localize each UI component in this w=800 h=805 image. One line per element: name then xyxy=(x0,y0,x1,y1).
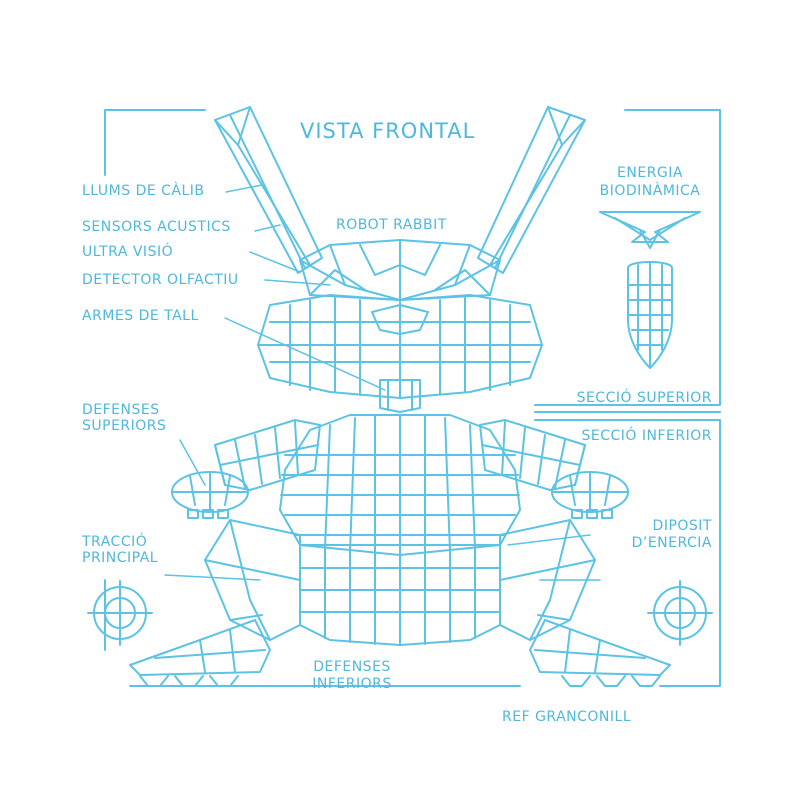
diagram-title: VISTA FRONTAL xyxy=(300,119,476,143)
label-diposit-line2: D’ENERCIA xyxy=(631,535,712,551)
reference-label: REF GRANCONILL xyxy=(502,709,632,725)
label-traccio-principal-line2: PRINCIPAL xyxy=(82,550,159,566)
label-armes-de-tall: ARMES DE TALL xyxy=(82,308,199,324)
label-defenses-inferiors-line1: DEFENSES xyxy=(313,659,391,675)
left-ear xyxy=(214,106,323,274)
label-defenses-inferiors-line2: INFERIORS xyxy=(312,676,392,692)
right-fist xyxy=(551,471,629,519)
label-energia-line2: BIODINÀMICA xyxy=(599,183,701,199)
leader-lines xyxy=(164,184,601,581)
label-diposit-line1: DIPOSIT xyxy=(652,518,712,534)
left-leg xyxy=(129,519,301,687)
label-seccio-superior: SECCIÓ SUPERIOR xyxy=(576,390,712,406)
label-seccio-inferior: SECCIÓ INFERIOR xyxy=(581,428,712,444)
nose xyxy=(371,304,429,335)
energy-emblem xyxy=(599,211,701,249)
label-energia-line1: ENERGIA xyxy=(617,165,683,181)
head-face xyxy=(257,294,543,413)
right-ear xyxy=(477,106,586,274)
label-defenses-superiors-line2: SUPERIORS xyxy=(82,418,167,434)
carrot-energy-cell xyxy=(627,261,673,369)
right-leg xyxy=(499,519,671,687)
label-sensors-acustics: SENSORS ACUSTICS xyxy=(82,219,231,235)
label-defenses-superiors-line1: DEFENSES xyxy=(82,402,160,418)
torso xyxy=(279,414,521,556)
right-crosshair-target xyxy=(647,580,713,646)
left-arm xyxy=(214,419,321,491)
left-fist xyxy=(171,471,249,519)
label-ultra-visio: ULTRA VISIÓ xyxy=(82,244,174,260)
right-arm xyxy=(479,419,586,491)
label-llums-de-calib: LLUMS DE CÀLIB xyxy=(82,183,205,199)
belly xyxy=(299,544,501,646)
label-traccio-principal-line1: TRACCIÓ xyxy=(82,534,148,550)
subject-label: ROBOT RABBIT xyxy=(336,217,447,233)
left-crosshair-target xyxy=(87,580,153,646)
head-top xyxy=(299,239,501,301)
mouth-guard xyxy=(379,379,421,413)
label-detector-olfactiu: DETECTOR OLFACTIU xyxy=(82,272,239,288)
